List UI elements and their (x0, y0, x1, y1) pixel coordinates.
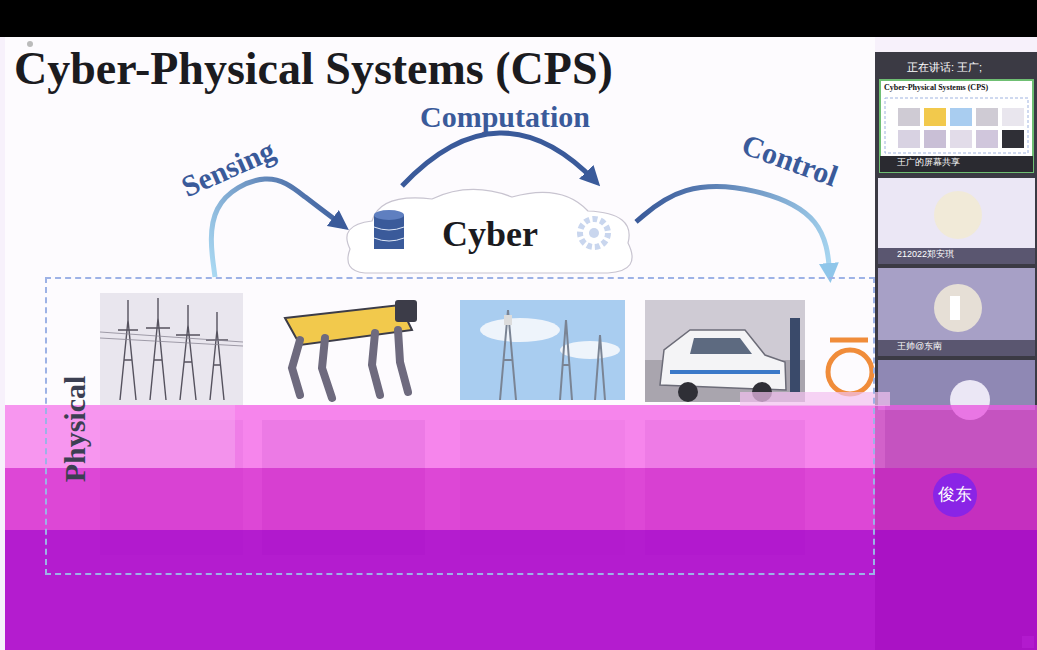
electric-car-photo (645, 300, 805, 402)
power-towers-photo (100, 293, 243, 405)
computation-arrow (402, 133, 596, 186)
cyber-cloud: Cyber (340, 185, 640, 277)
database-icon (374, 210, 404, 249)
participant-name: 王帅@东南 (897, 342, 942, 352)
avatar-name: 俊东 (938, 486, 972, 505)
participant-name: 212022郑安琪 (897, 250, 954, 260)
flow-arrow (636, 187, 830, 277)
share-label: 王广的屏幕共享 (897, 158, 960, 168)
computation-label: Computation (505, 116, 675, 149)
thumbnail-title: Cyber-Physical Systems (CPS) (884, 84, 988, 93)
region-label: Physical (58, 376, 92, 483)
share-label: 王广的屏幕共享 (897, 158, 960, 168)
computation-label: Computation (420, 100, 590, 133)
control-label: Control (735, 126, 845, 193)
cloud-outline (347, 189, 632, 273)
bike-photo (820, 300, 872, 400)
thumbnail-title: Cyber-Physical Systems (CPS) (884, 84, 988, 93)
physical-region: Physical (45, 277, 875, 575)
gear-icon (580, 219, 608, 247)
sensing-label: Sensing (174, 132, 283, 205)
video-corruption (5, 392, 1037, 650)
participant-name: 王帅@东南 (897, 342, 942, 352)
slide-title: Cyber-Physical Systems (CPS) (14, 42, 613, 95)
flow-arrow (211, 179, 344, 277)
speaker-label: 正在讲话: 王广; (907, 61, 982, 73)
robot-dog-photo (262, 293, 425, 405)
antenna-photo (460, 300, 625, 400)
avatar-name: 俊东 (955, 495, 989, 514)
speaker-label: 正在讲话: 王广; (907, 61, 982, 73)
participant-name: 212022郑安琪 (897, 250, 954, 260)
title-bar (0, 0, 1037, 37)
node-title: Cyber (442, 213, 538, 255)
title-holder: Cyber-Physical Systems (CPS) (14, 42, 613, 95)
